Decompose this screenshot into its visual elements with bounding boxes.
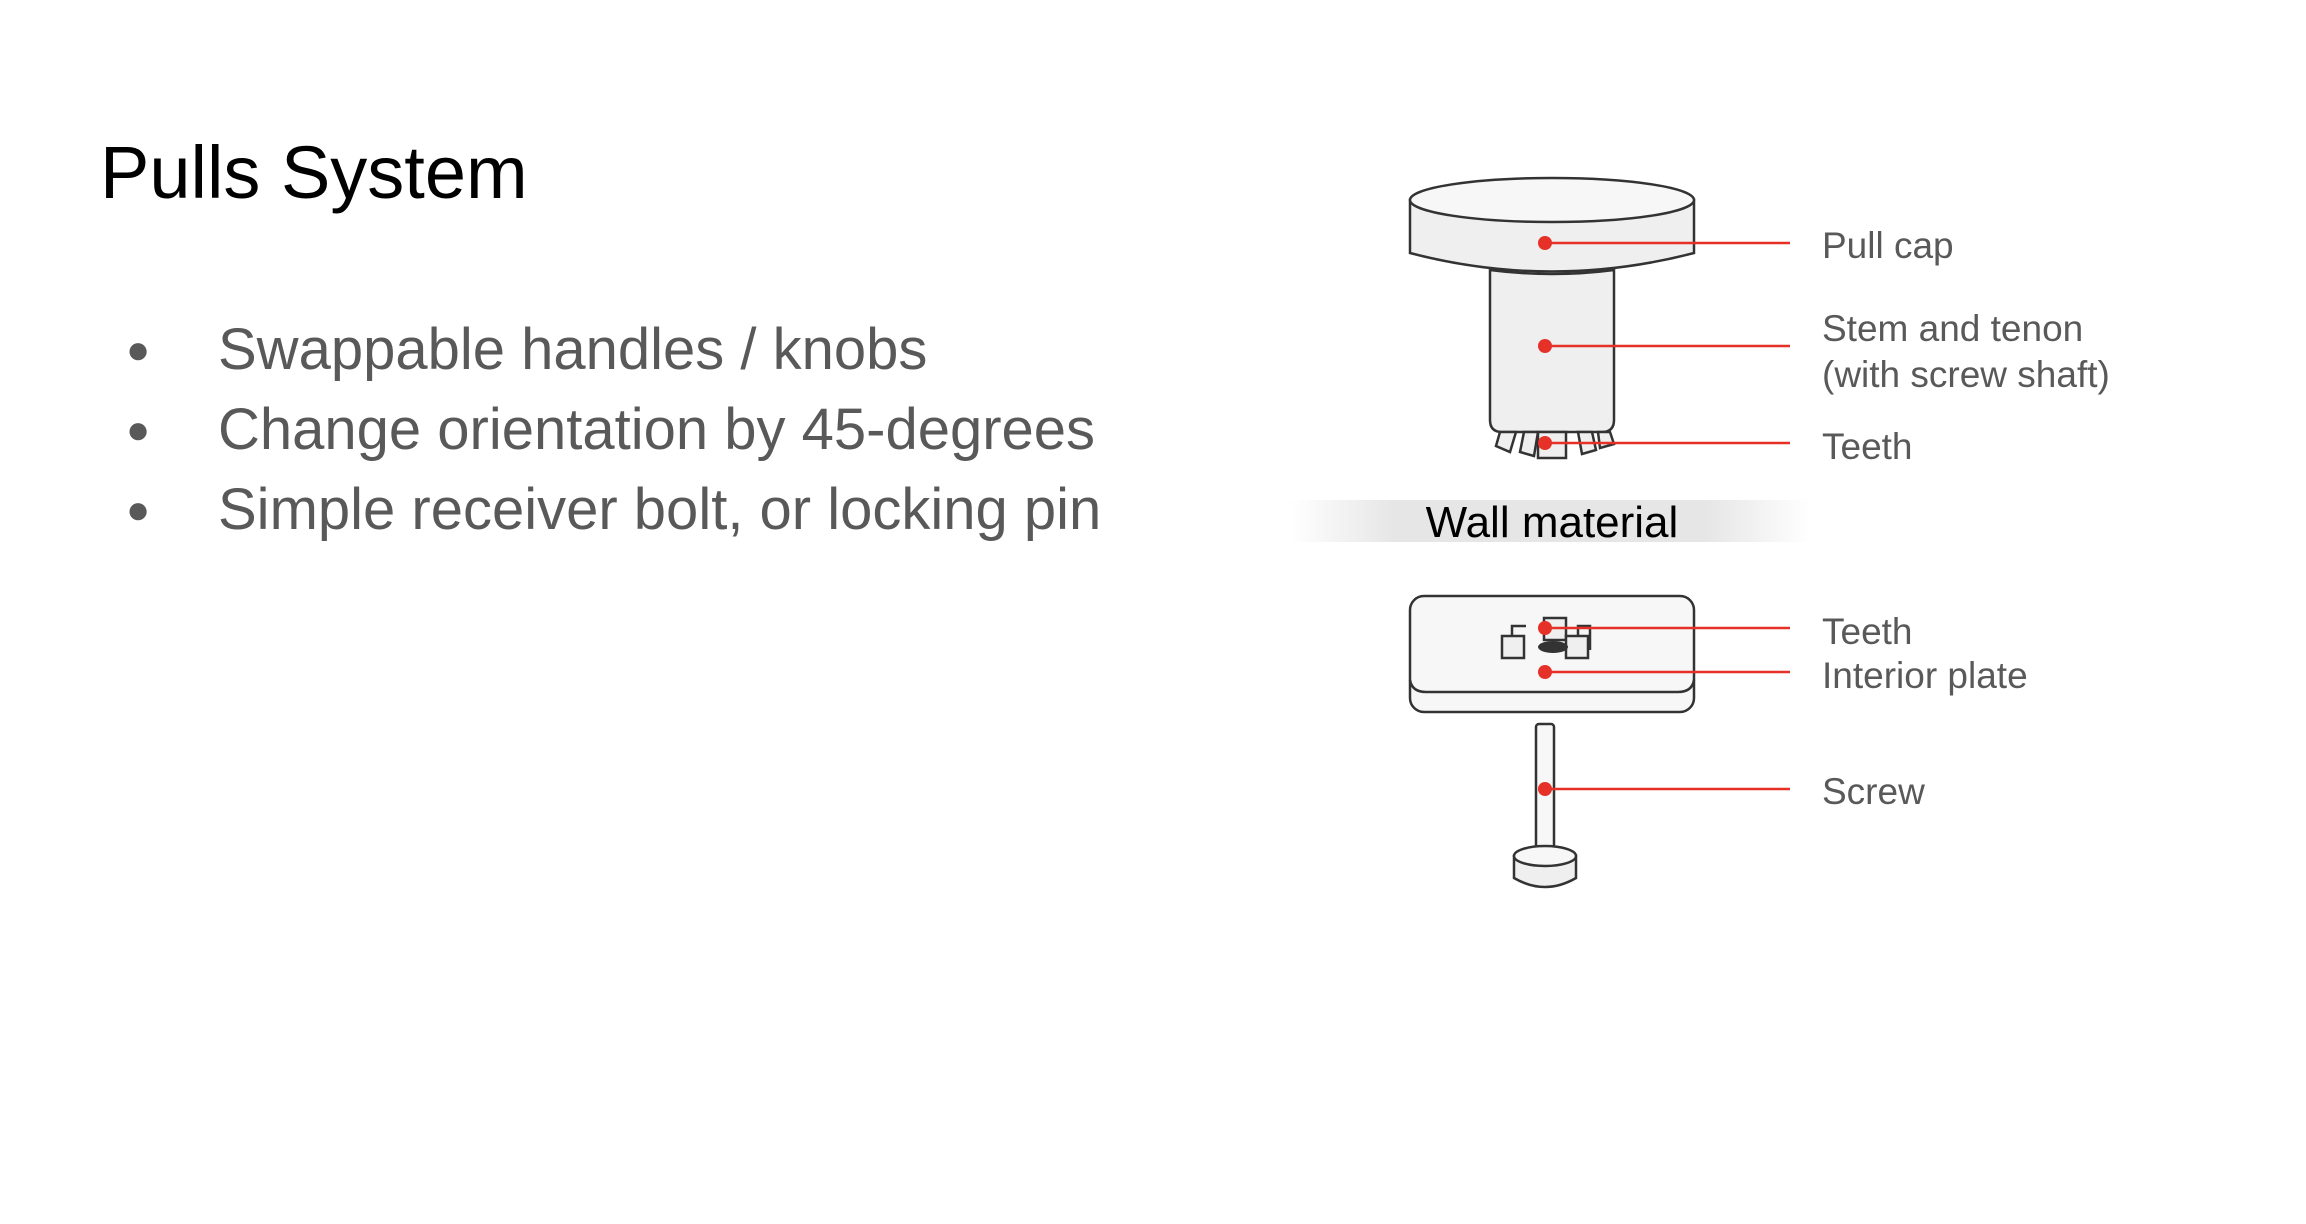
label-pull-cap: Pull cap: [1822, 225, 1954, 266]
bullet-item: ● Simple receiver bolt, or locking pin: [120, 470, 1101, 550]
bullet-text: Swappable handles / knobs: [218, 317, 928, 382]
leader-stem: [1538, 339, 1790, 353]
stem-part: [1488, 268, 1616, 434]
bullet-dot-icon: ●: [126, 488, 151, 532]
label-teeth-bottom: Teeth: [1822, 611, 1913, 652]
slide-title: Pulls System: [100, 131, 528, 214]
leader-teeth-bottom: [1538, 621, 1790, 635]
leader-teeth-top: [1538, 436, 1790, 450]
interior-plate-part: [1408, 594, 1696, 714]
bullet-text: Simple receiver bolt, or locking pin: [218, 477, 1102, 542]
wall-material-label: Wall material: [1426, 498, 1679, 547]
pull-cap-part: [1408, 176, 1696, 273]
bullet-list: ● Swappable handles / knobs ● Change ori…: [120, 310, 1101, 550]
leader-interior-plate: [1538, 665, 1790, 679]
leader-pull-cap: [1538, 236, 1790, 250]
label-interior-plate: Interior plate: [1822, 655, 2028, 696]
label-stem-line2: (with screw shaft): [1822, 354, 2110, 395]
bullet-item: ● Change orientation by 45-degrees: [120, 390, 1101, 470]
label-screw: Screw: [1822, 771, 1925, 812]
bullet-dot-icon: ●: [126, 408, 151, 452]
leader-screw: [1538, 782, 1790, 796]
teeth-top-part: [1494, 430, 1616, 460]
screw-part: [1512, 722, 1578, 889]
bullet-item: ● Swappable handles / knobs: [120, 310, 1101, 390]
bullet-text: Change orientation by 45-degrees: [218, 397, 1096, 462]
label-teeth-top: Teeth: [1822, 426, 1913, 467]
label-stem-line1: Stem and tenon: [1822, 308, 2083, 349]
bullet-dot-icon: ●: [126, 328, 151, 372]
wall-band: [1290, 500, 1810, 542]
